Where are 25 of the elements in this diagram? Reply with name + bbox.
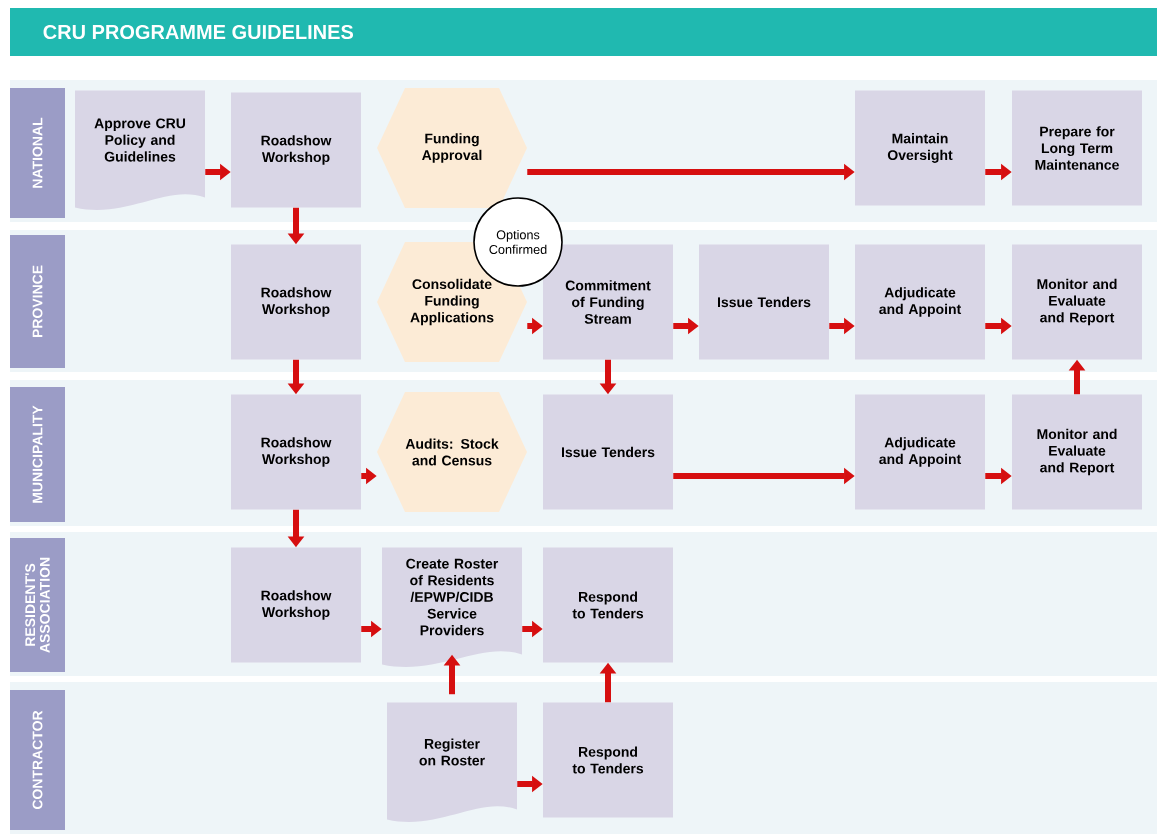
process-box: Adjudicate and Appoint <box>855 244 985 360</box>
process-box: Prepare for Long Term Maintenance <box>1012 90 1142 206</box>
process-box: Issue Tenders <box>699 244 829 360</box>
lane-tab: RESIDENT'S ASSOCIATION <box>10 538 65 672</box>
process-box: Adjudicate and Appoint <box>855 394 985 510</box>
lane-tab: NATIONAL <box>10 88 65 218</box>
lane-tab: MUNICIPALITY <box>10 387 65 522</box>
process-box: Maintain Oversight <box>855 90 985 206</box>
process-box: Respond to Tenders <box>543 702 673 818</box>
lane-tab: PROVINCE <box>10 235 65 368</box>
process-box: Roadshow Workshop <box>231 244 361 360</box>
title-bar: CRU PROGRAMME GUIDELINES <box>10 8 1157 56</box>
document-box: Approve CRU Policy and Guidelines <box>75 90 205 210</box>
hexagon: Audits: Stock and Census <box>377 392 527 512</box>
process-box: Roadshow Workshop <box>231 92 361 208</box>
hexagon: Funding Approval <box>377 88 527 208</box>
document-box: Create Roster of Residents /EPWP/CIDB Service Providers <box>382 547 522 667</box>
process-box: Roadshow Workshop <box>231 394 361 510</box>
process-box: Issue Tenders <box>543 394 673 510</box>
process-box: Monitor and Evaluate and Report <box>1012 244 1142 360</box>
document-box: Register on Roster <box>387 702 517 822</box>
process-box: Respond to Tenders <box>543 547 673 663</box>
lane-tab: CONTRACTOR <box>10 690 65 830</box>
process-box: Roadshow Workshop <box>231 547 361 663</box>
process-box: Monitor and Evaluate and Report <box>1012 394 1142 510</box>
